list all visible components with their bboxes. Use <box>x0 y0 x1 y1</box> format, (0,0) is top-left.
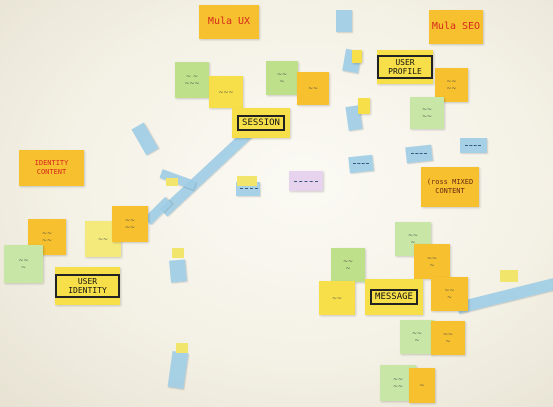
sticky-note <box>352 50 362 63</box>
sticky-note: ~~~ <box>431 277 468 311</box>
sticky-note: ~~~~ <box>435 68 468 102</box>
tape-piece <box>131 122 159 156</box>
tape-piece <box>167 351 189 389</box>
sticky-note: ~~~ <box>4 245 43 283</box>
note-mule-ux: Mula UX <box>199 5 259 39</box>
sticky-note: ~~~ <box>209 76 243 108</box>
sticky-note: ~~~~ <box>112 206 148 242</box>
tape-strip <box>456 278 553 314</box>
note-identity-content-label: IDENTITY CONTENT <box>34 159 69 176</box>
note-user-identity: USER IDENTITY <box>55 267 120 305</box>
note-message: MESSAGE <box>365 279 423 315</box>
note-identity-content: IDENTITY CONTENT <box>19 150 84 186</box>
note-message-label: MESSAGE <box>370 289 418 305</box>
sticky-note: ~~~ <box>266 61 298 95</box>
note-user-profile: USER PROFILE <box>377 50 433 84</box>
tape-yellow <box>500 270 518 282</box>
sticky-note <box>358 98 370 114</box>
tape-yellow <box>172 248 184 258</box>
tape-yellow <box>176 343 188 353</box>
tape-piece <box>336 10 352 32</box>
sticky-note: ~~~ <box>331 248 365 282</box>
note-mule-seo-label: Mula SEO <box>431 21 481 32</box>
sticky-note: ~ <box>409 368 435 403</box>
note-cross-mixed-content: (ross MIXED CONTENT <box>421 167 479 207</box>
sticky-note: ~~ <box>319 281 355 315</box>
dash-mark <box>240 188 258 189</box>
note-mule-ux-label: Mula UX <box>207 16 251 27</box>
note-session-label: SESSION <box>237 115 285 131</box>
sticky-note: ~~~ <box>400 320 434 354</box>
sticky-note: ~~~ <box>431 321 465 355</box>
dash-mark <box>411 153 427 154</box>
sticky-note: ~ ~~~~ <box>175 62 209 98</box>
note-mule-seo: Mula SEO <box>429 10 483 44</box>
sticky-note <box>289 171 323 191</box>
tape-yellow <box>237 176 257 186</box>
dash-mark <box>465 145 481 146</box>
tape-piece <box>348 154 374 174</box>
sticky-note: ~~~~ <box>410 97 444 129</box>
sticky-note: ~~ <box>297 72 329 105</box>
dash-mark <box>353 163 369 164</box>
tape-piece <box>405 144 433 164</box>
sticky-note: ~~~ <box>414 244 450 279</box>
tape-piece <box>169 259 187 283</box>
tape-yellow <box>166 178 178 186</box>
note-session: SESSION <box>232 108 290 138</box>
note-user-profile-label: USER PROFILE <box>377 55 433 79</box>
note-user-identity-label: USER IDENTITY <box>55 274 120 298</box>
note-cross-mixed-content-label: (ross MIXED CONTENT <box>426 178 474 195</box>
